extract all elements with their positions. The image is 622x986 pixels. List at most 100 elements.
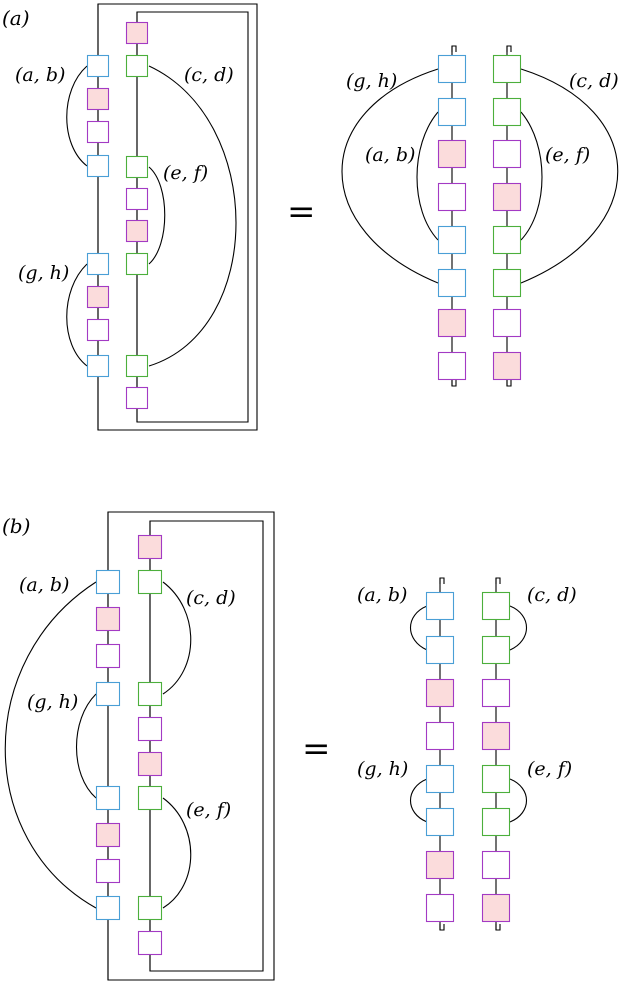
tensor-box-purple [425,893,455,923]
tensor-box-purple [481,678,511,708]
panel-a-right-arc-cd [520,68,619,284]
tensor-box-pink [481,721,511,751]
panel-a-arc-gh [66,263,88,367]
panel-b-label-gh-right: (g, h) [357,758,408,780]
panel-b-equals: = [302,729,331,769]
panel-b-right-col1-bottom-hook [439,924,445,931]
panel-b-tag: (b) [2,514,30,538]
tensor-box-pink [86,285,110,309]
panel-b-label-gh-left: (g, h) [27,691,78,713]
panel-a-label-cd-right: (c, d) [569,70,619,92]
tensor-box-blue [437,225,467,255]
tensor-box-pink [437,139,467,169]
panel-b-arc-gh [75,693,97,799]
tensor-box-blue [437,97,467,127]
tensor-box-green [481,635,511,665]
tensor-box-green [125,155,149,179]
tensor-box-green [481,591,511,621]
tensor-box-blue [437,54,467,84]
panel-a-label-ef-right: (e, f) [545,144,590,166]
panel-a: (a) (a, b) (g, h) (c, d) (e, f) = (g [2,3,619,431]
panel-a-right-col1 [437,54,467,381]
tensor-box-blue [86,154,110,178]
panel-b-left-col1 [95,569,121,921]
panel-b-arc-ab [4,581,97,909]
tensor-box-purple [437,182,467,212]
panel-b-label-ab-left: (a, b) [19,574,69,596]
panel-a-right-arc-ab [416,111,439,241]
tensor-box-blue [425,591,455,621]
panel-a-label-ef-left: (e, f) [163,162,208,184]
panel-a-label-gh-right: (g, h) [346,70,397,92]
panel-a-left-col1 [86,54,110,378]
panel-b-right-col1 [425,591,455,923]
panel-b-right-arc-cd [509,605,527,651]
panel-a-arc-cd [148,65,237,367]
panel-b: (b) (a, b) (g, h) (c, d) (e, f) = (a, b)… [2,511,577,981]
tensor-box-pink [425,678,455,708]
panel-a-tag: (a) [2,6,30,30]
panel-b-arc-cd [162,581,192,695]
tensor-box-purple [137,930,163,956]
panel-b-arc-ef [162,797,192,909]
tensor-box-pink [137,751,163,777]
panel-a-label-gh-left: (g, h) [18,262,69,284]
tensor-box-purple [125,187,149,211]
panel-a-right-arc-gh [341,68,439,284]
tensor-box-green [492,54,522,84]
tensor-box-green [481,764,511,794]
panel-b-right-arc-ef [509,778,527,823]
panel-b-left-col2 [137,534,163,956]
panel-a-right-col1-bottom-hook [451,380,457,387]
tensor-box-blue [425,635,455,665]
panel-b-label-cd-left: (c, d) [186,587,236,609]
tensor-box-blue [95,569,121,595]
tensor-box-purple [86,120,110,144]
panel-a-equals: = [287,192,316,232]
tensor-box-blue [425,807,455,837]
tensor-box-purple [481,850,511,880]
tensor-box-blue [86,252,110,276]
tensor-box-blue [95,895,121,921]
panel-b-label-cd-right: (c, d) [527,584,577,606]
tensor-box-pink [492,351,522,381]
panel-b-right-arc-gh [410,778,428,823]
tensor-box-blue [86,54,110,78]
tensor-box-blue [95,681,121,707]
tensor-box-green [125,354,149,378]
tensor-box-pink [481,893,511,923]
tensor-box-green [492,268,522,298]
tensor-box-green [481,807,511,837]
panel-a-right-col1-top-hook [451,45,457,52]
panel-a-label-ab-right: (a, b) [365,144,415,166]
tensor-box-purple [95,858,121,884]
tensor-box-green [137,895,163,921]
tensor-box-pink [492,182,522,212]
panel-b-label-ab-right: (a, b) [357,584,407,606]
tensor-box-pink [137,534,163,560]
panel-a-right-col2 [492,54,522,381]
tensor-box-blue [95,785,121,811]
panel-a-arc-ab [66,65,88,167]
tensor-box-green [137,785,163,811]
panel-b-label-ef-right: (e, f) [527,758,572,780]
tensor-box-purple [95,643,121,669]
panel-b-right-col2-bottom-hook [495,924,501,931]
tensor-box-green [492,97,522,127]
panel-b-outer-loop [107,511,275,981]
tensor-box-purple [437,351,467,381]
tensor-box-pink [95,822,121,848]
panel-a-right-col2-bottom-hook [506,380,512,387]
panel-b-right-arc-ab [410,605,428,651]
panel-a-right-col2-top-hook [506,45,512,52]
tensor-box-pink [86,87,110,111]
tensor-box-blue [425,764,455,794]
panel-b-label-ef-left: (e, f) [186,799,231,821]
tensor-box-green [137,569,163,595]
panel-b-right-col1-top-hook [439,577,445,584]
tensor-box-purple [492,139,522,169]
panel-b-right-col2-top-hook [495,577,501,584]
tensor-box-pink [425,850,455,880]
panel-a-left-col2 [125,21,149,410]
